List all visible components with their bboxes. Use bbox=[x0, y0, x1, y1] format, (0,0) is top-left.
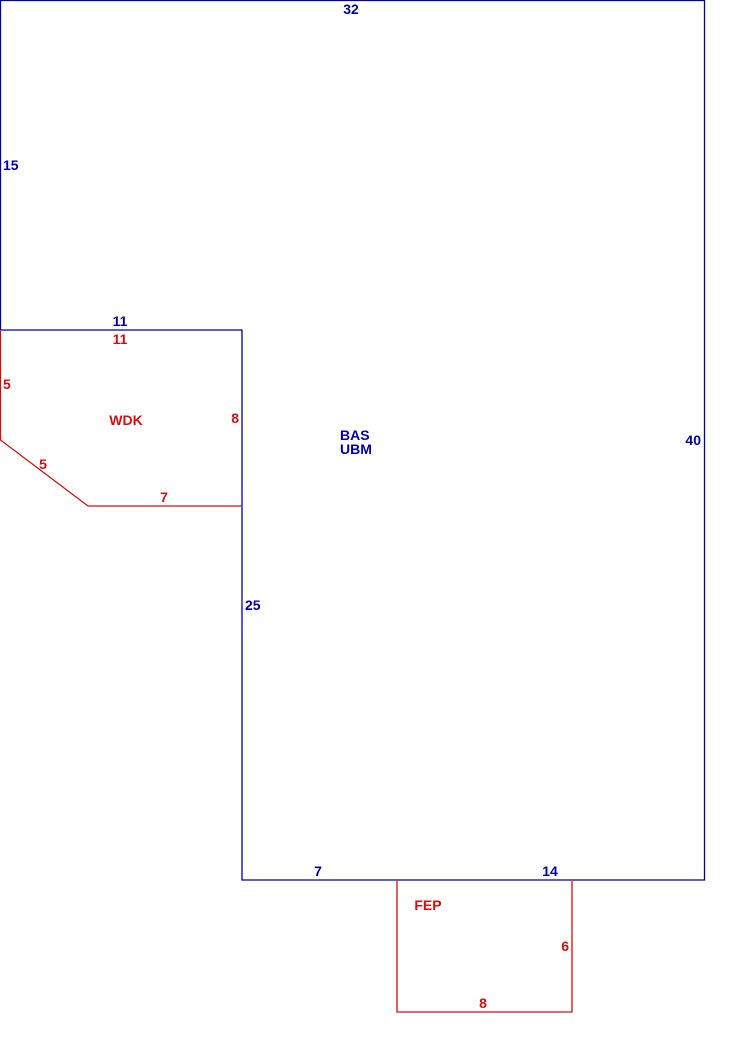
main-dim-bottom-left: 7 bbox=[314, 863, 322, 879]
main-dim-notch-top: 11 bbox=[113, 313, 128, 329]
wdk-dim-bottom: 7 bbox=[160, 489, 168, 505]
fep-dim-bottom: 8 bbox=[479, 995, 487, 1011]
wdk-dim-left: 5 bbox=[3, 376, 11, 392]
main-area-code-ubm: UBM bbox=[340, 441, 372, 457]
main-dim-notch-side: 25 bbox=[245, 597, 261, 613]
wdk-dim-right: 8 bbox=[231, 410, 239, 426]
main-dim-left-upper: 15 bbox=[3, 157, 19, 173]
main-dim-top: 32 bbox=[343, 1, 359, 17]
fep-area-code: FEP bbox=[414, 897, 441, 913]
fep-area-outline bbox=[396, 881, 573, 1013]
main-dim-right: 40 bbox=[685, 432, 701, 448]
main-area-code-bas: BAS bbox=[340, 427, 370, 443]
main-dim-bottom-right: 14 bbox=[542, 863, 558, 879]
wdk-dim-top: 11 bbox=[113, 331, 128, 347]
wdk-area-outline bbox=[0, 331, 242, 507]
fep-dim-right: 6 bbox=[561, 938, 569, 954]
main-area-outline bbox=[0, 0, 706, 881]
wdk-area-code: WDK bbox=[109, 412, 142, 428]
wdk-dim-diagonal: 5 bbox=[39, 456, 47, 472]
